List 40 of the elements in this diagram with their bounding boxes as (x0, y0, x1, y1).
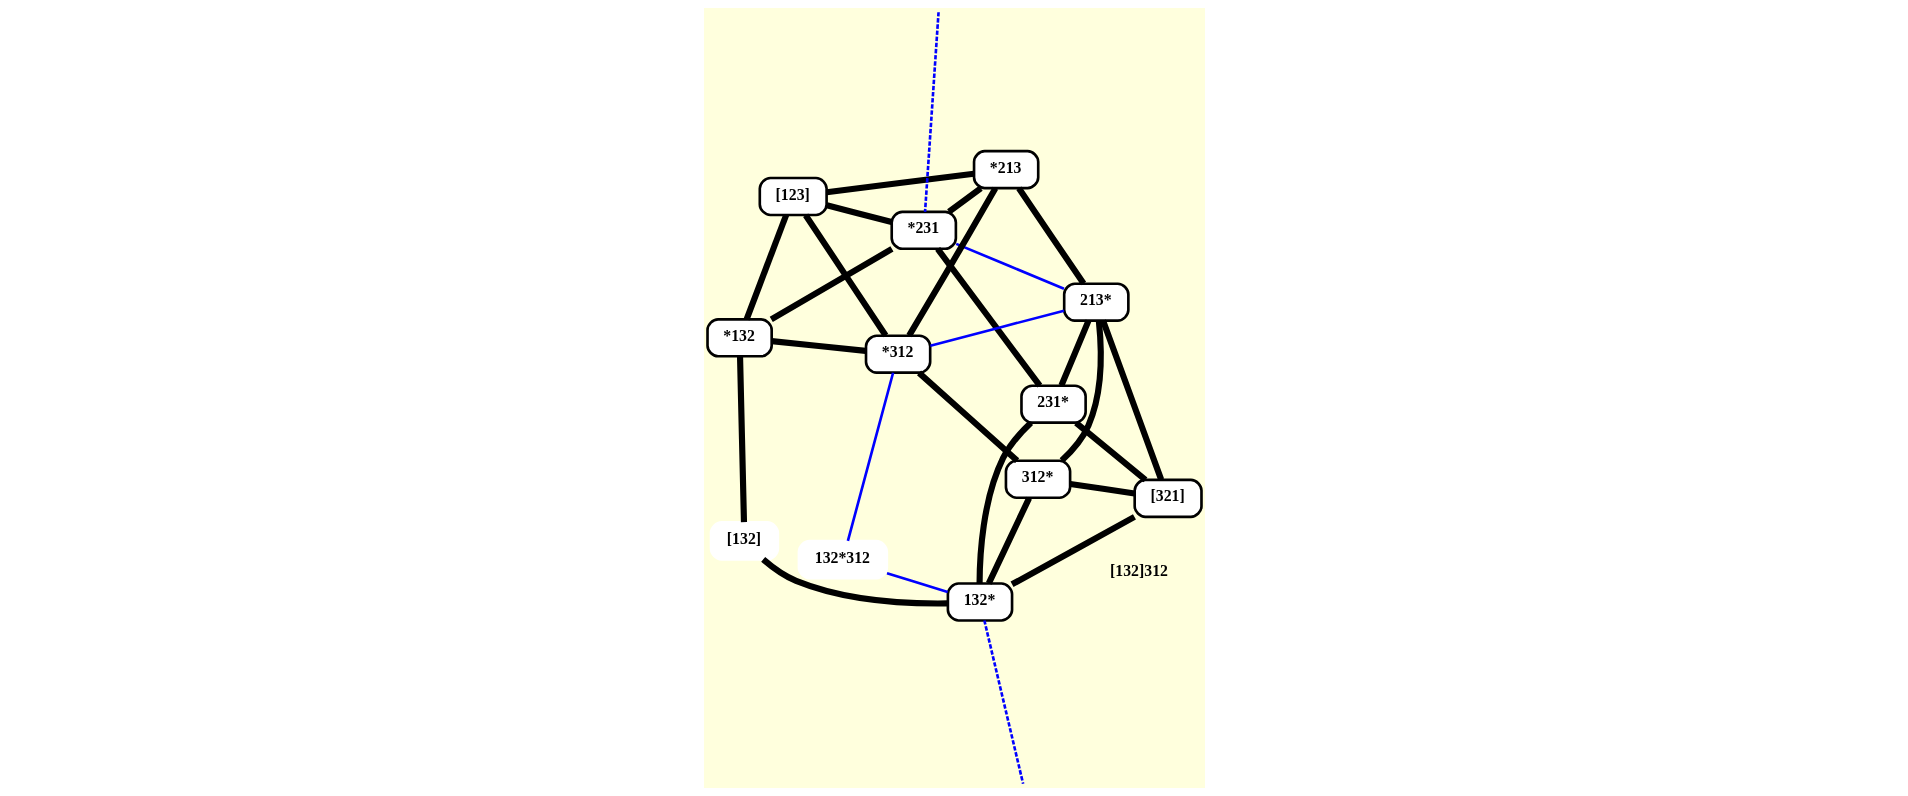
connector (1058, 319, 1091, 387)
node-box: [132] (709, 521, 779, 561)
connector (955, 242, 1064, 290)
label: [132]312 (1109, 561, 1168, 579)
node-box: 213* (1062, 282, 1130, 322)
connector (886, 572, 948, 594)
connector (905, 186, 998, 338)
node-box: *231 (889, 210, 957, 251)
connector (802, 213, 888, 338)
connector (985, 496, 1032, 585)
connector (1059, 320, 1104, 463)
connector (934, 247, 1042, 388)
connector (976, 420, 1033, 584)
connector (825, 170, 974, 196)
connector (736, 356, 747, 523)
connector (846, 372, 894, 542)
connector (929, 309, 1064, 347)
node-box: 132*312 (797, 539, 888, 580)
node-box: [321] (1132, 478, 1203, 519)
node-box: 132* (946, 582, 1013, 622)
connector (1015, 186, 1086, 286)
node-box: *312 (864, 334, 931, 374)
node-box: 231* (1019, 384, 1087, 424)
connector (769, 246, 893, 322)
connector (760, 557, 948, 607)
connector (1069, 480, 1135, 497)
connector (1099, 319, 1164, 481)
connector (1010, 514, 1136, 587)
connector (923, 12, 940, 212)
connector (1073, 420, 1147, 483)
node-box: 312* (1004, 459, 1071, 500)
connector (946, 185, 983, 215)
node-box: *213 (972, 149, 1040, 190)
connector (743, 213, 789, 321)
connector (982, 620, 1024, 785)
connector (770, 338, 866, 354)
connector (916, 370, 1019, 463)
node-box: *132 (705, 318, 773, 358)
connector (825, 202, 892, 225)
node-box: [123] (757, 176, 828, 217)
